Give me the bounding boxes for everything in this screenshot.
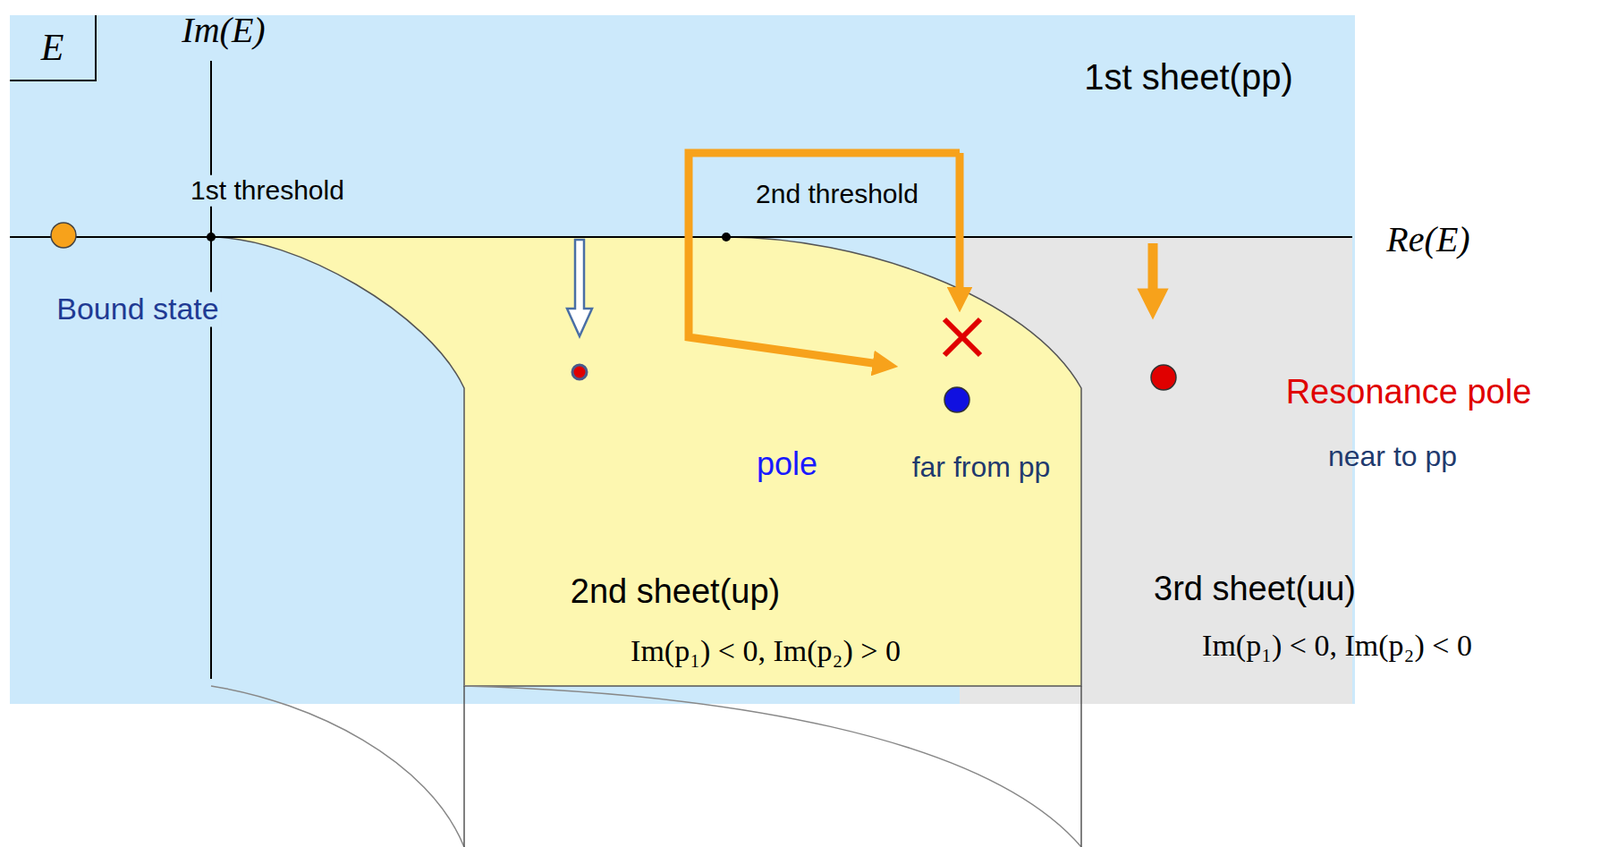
- axis-label: Re(E): [1383, 219, 1473, 261]
- pole-label: pole: [753, 445, 821, 483]
- note-label: far from pp: [909, 450, 1054, 484]
- second-sheet-ground: [211, 237, 1082, 686]
- threshold-dot: [206, 232, 216, 242]
- sheet-label: 1st sheet(pp): [1081, 56, 1296, 98]
- hollow-arrow: [567, 239, 593, 337]
- sheet-edge: [1080, 685, 1083, 847]
- threshold-label: 2nd threshold: [753, 178, 922, 211]
- pole-label: Resonance pole: [1283, 372, 1535, 413]
- pole-dot: [944, 387, 970, 413]
- corner-box: E: [9, 15, 97, 82]
- sheet-curtain: [464, 685, 1082, 847]
- continuation-path: [688, 152, 960, 365]
- note-label: near to pp: [1325, 440, 1460, 474]
- resonance-pole-dot: [1151, 364, 1177, 390]
- condition-formula: Im(p₁) < 0, Im(p₂) < 0: [1199, 627, 1475, 663]
- first-sheet-ground: [9, 15, 1355, 704]
- bound-state-dot: [50, 222, 77, 248]
- sheet-label: 3rd sheet(uu): [1151, 569, 1359, 610]
- small-pole-dot: [572, 364, 587, 380]
- state-label: Bound state: [53, 291, 221, 327]
- sheet-label: 2nd sheet(up): [567, 572, 784, 612]
- sheet-edge: [463, 685, 466, 847]
- threshold-label: 1st threshold: [187, 175, 348, 207]
- continuation-arrow: [1148, 243, 1159, 305]
- sheet-curtain: [211, 685, 465, 847]
- condition-formula: Im(p₁) < 0, Im(p₂) > 0: [627, 633, 904, 669]
- imaginary-axis: [210, 60, 212, 679]
- cross-mark: [944, 319, 981, 356]
- continuation-arrow: [956, 152, 965, 300]
- axis-label: Im(E): [178, 9, 268, 51]
- plane-symbol: E: [41, 25, 65, 69]
- threshold-dot: [721, 232, 731, 242]
